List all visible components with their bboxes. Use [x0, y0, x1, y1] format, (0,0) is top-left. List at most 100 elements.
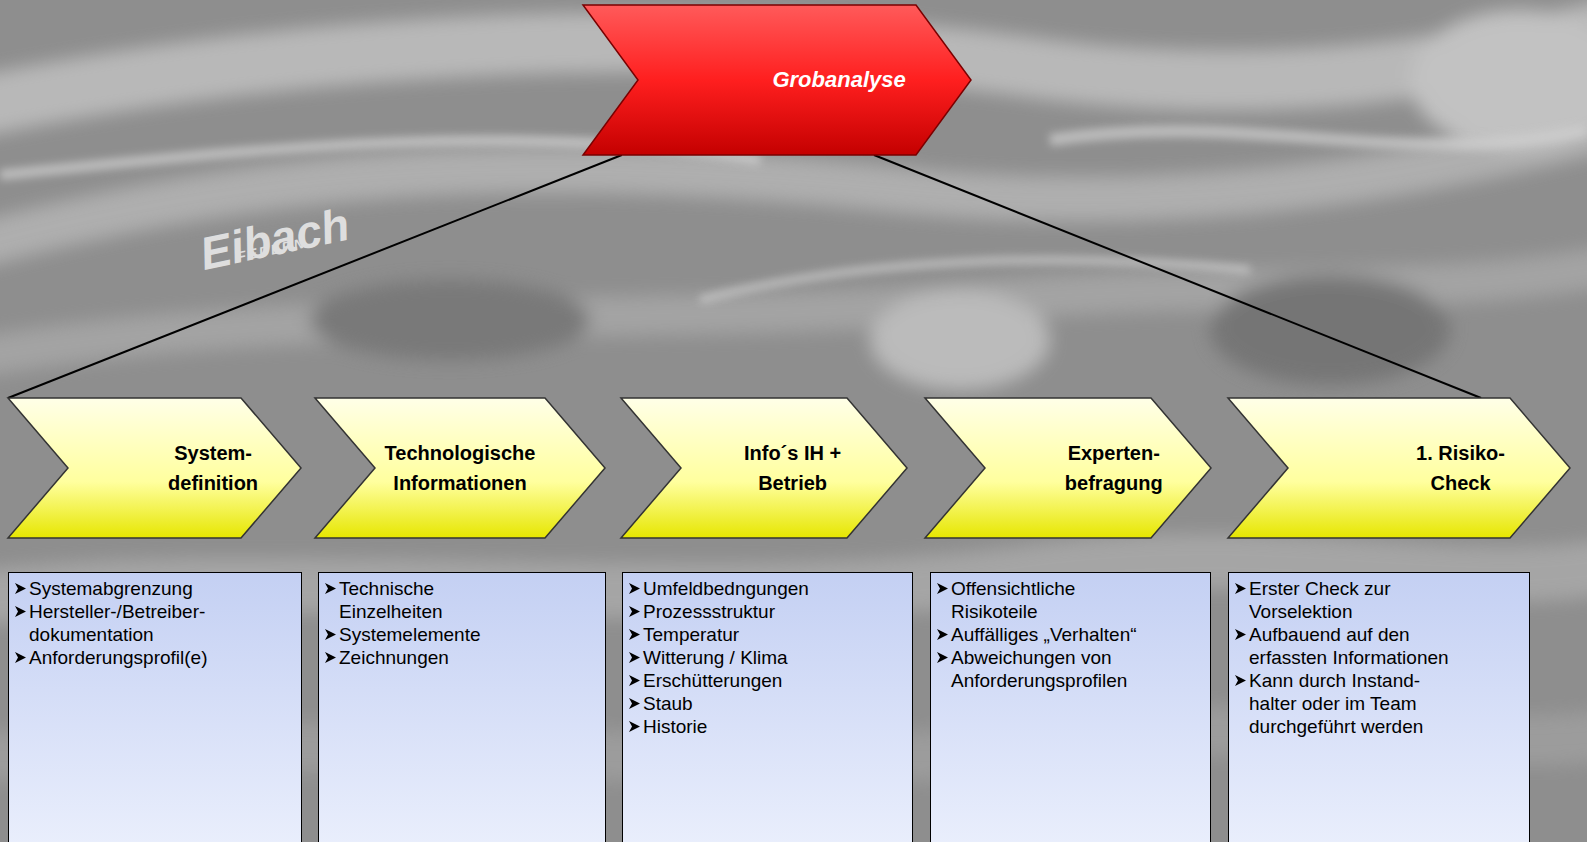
- step-chevron: Technologische Informationen: [315, 398, 605, 538]
- bullet-text: Aufbauend auf den erfassten Informatione…: [1249, 623, 1464, 669]
- bullet-arrow: [324, 651, 337, 664]
- step-chevron: 1. Risiko- Check: [1228, 398, 1570, 538]
- bullet-arrow: [324, 628, 337, 641]
- bullet-text: Historie: [643, 715, 707, 738]
- bullet-arrow: [1234, 674, 1247, 687]
- bullet-arrow-shape: [325, 629, 336, 640]
- bullet-arrow: [628, 674, 641, 687]
- detail-box: Erster Check zur VorselektionAufbauend a…: [1228, 572, 1530, 842]
- bullet-item: Staub: [628, 692, 908, 715]
- bullet-item: Witterung / Klima: [628, 646, 908, 669]
- chevron-outline: [8, 398, 301, 538]
- chevron-label: Experten- befragung: [1044, 438, 1184, 498]
- bullet-item: Historie: [628, 715, 908, 738]
- bullet-item: Temperatur: [628, 623, 908, 646]
- bullet-item: Prozessstruktur: [628, 600, 908, 623]
- chevron-outline: [1228, 398, 1570, 538]
- bullet-text: Witterung / Klima: [643, 646, 788, 669]
- bullet-item: Erschütterungen: [628, 669, 908, 692]
- bullet-text: Erschütterungen: [643, 669, 782, 692]
- step-title: Experten- befragung: [1044, 438, 1184, 498]
- chevron-shape: [1228, 398, 1570, 538]
- bullet-arrow-shape: [629, 675, 640, 686]
- bullet-arrow-shape: [325, 583, 336, 594]
- bullet-arrow-shape: [15, 583, 26, 594]
- bullet-arrow: [628, 605, 641, 618]
- connector-line: [8, 155, 622, 398]
- bullet-arrow: [628, 697, 641, 710]
- bullet-arrow-shape: [629, 583, 640, 594]
- bullet-arrow-shape: [1235, 675, 1246, 686]
- detail-box: SystemabgrenzungHersteller-/Betreiber- d…: [8, 572, 302, 842]
- bullet-text: Kann durch Instand- halter oder im Team …: [1249, 669, 1464, 738]
- bullet-arrow-shape: [629, 606, 640, 617]
- bullet-item: Technische Einzelheiten: [324, 577, 601, 623]
- bullet-text: Auffälliges „Verhalten“: [951, 623, 1137, 646]
- chevron-label: Info´s IH + Betrieb: [723, 438, 863, 498]
- bullet-arrow-shape: [629, 629, 640, 640]
- bullet-item: Auffälliges „Verhalten“: [936, 623, 1206, 646]
- bullet-arrow-shape: [1235, 629, 1246, 640]
- step-title: 1. Risiko- Check: [1391, 438, 1531, 498]
- bullet-item: Systemelemente: [324, 623, 601, 646]
- bullet-text: Abweichungen von Anforderungsprofilen: [951, 646, 1166, 692]
- chevron-shape: [315, 398, 605, 538]
- chevron-label: System- definition: [143, 438, 283, 498]
- bullet-arrow: [936, 651, 949, 664]
- bullet-arrow: [628, 720, 641, 733]
- bullet-text: Erster Check zur Vorselektion: [1249, 577, 1464, 623]
- bullet-arrow: [14, 651, 27, 664]
- phase-chevron: Grobanalyse: [583, 5, 971, 155]
- bullet-text: Systemabgrenzung: [29, 577, 193, 600]
- bullet-arrow-shape: [629, 652, 640, 663]
- detail-box: Offensichtliche RisikoteileAuffälliges „…: [930, 572, 1211, 842]
- step-title: Info´s IH + Betrieb: [723, 438, 863, 498]
- bullet-item: Systemabgrenzung: [14, 577, 297, 600]
- bullet-arrow: [936, 628, 949, 641]
- bullet-item: Offensichtliche Risikoteile: [936, 577, 1206, 623]
- bullet-item: Erster Check zur Vorselektion: [1234, 577, 1525, 623]
- chevron-outline: [621, 398, 907, 538]
- bullet-text: Zeichnungen: [339, 646, 449, 669]
- bullet-text: Technische Einzelheiten: [339, 577, 529, 623]
- bullet-item: Abweichungen von Anforderungsprofilen: [936, 646, 1206, 692]
- chevron-label: Technologische Informationen: [375, 438, 545, 498]
- chevron-shape: [925, 398, 1211, 538]
- watermark-text: Eibach: [196, 201, 353, 277]
- bullet-text: Systemelemente: [339, 623, 481, 646]
- step-chevron: Experten- befragung: [925, 398, 1211, 538]
- bullet-arrow-shape: [629, 721, 640, 732]
- bullet-arrow-shape: [15, 606, 26, 617]
- bullet-arrow-shape: [937, 583, 948, 594]
- chevron-shape: [8, 398, 301, 538]
- bullet-item: Kann durch Instand- halter oder im Team …: [1234, 669, 1525, 738]
- connector-line: [874, 155, 1481, 398]
- bullet-arrow: [628, 651, 641, 664]
- bullet-item: Zeichnungen: [324, 646, 601, 669]
- bullet-arrow: [324, 582, 337, 595]
- bullet-arrow: [14, 582, 27, 595]
- chevron-label: 1. Risiko- Check: [1391, 438, 1531, 498]
- bullet-arrow: [628, 582, 641, 595]
- bullet-arrow-shape: [1235, 583, 1246, 594]
- bullet-text: Temperatur: [643, 623, 739, 646]
- bullet-text: Umfeldbedngungen: [643, 577, 809, 600]
- step-title: System- definition: [143, 438, 283, 498]
- step-title: Grobanalyse: [729, 65, 949, 95]
- bullet-text: Staub: [643, 692, 693, 715]
- bullet-arrow: [936, 582, 949, 595]
- step-title: Technologische Informationen: [375, 438, 545, 498]
- bullet-item: Aufbauend auf den erfassten Informatione…: [1234, 623, 1525, 669]
- bullet-arrow-shape: [15, 652, 26, 663]
- bullet-arrow: [1234, 582, 1247, 595]
- bullet-arrow-shape: [937, 652, 948, 663]
- bullet-arrow: [628, 628, 641, 641]
- bullet-item: Umfeldbedngungen: [628, 577, 908, 600]
- bullet-text: Prozessstruktur: [643, 600, 775, 623]
- step-chevron: System- definition: [8, 398, 301, 538]
- detail-box: UmfeldbedngungenProzessstrukturTemperatu…: [622, 572, 913, 842]
- bullet-item: Anforderungsprofil(e): [14, 646, 297, 669]
- bullet-arrow-shape: [325, 652, 336, 663]
- step-chevron: Info´s IH + Betrieb: [621, 398, 907, 538]
- bullet-arrow: [14, 605, 27, 618]
